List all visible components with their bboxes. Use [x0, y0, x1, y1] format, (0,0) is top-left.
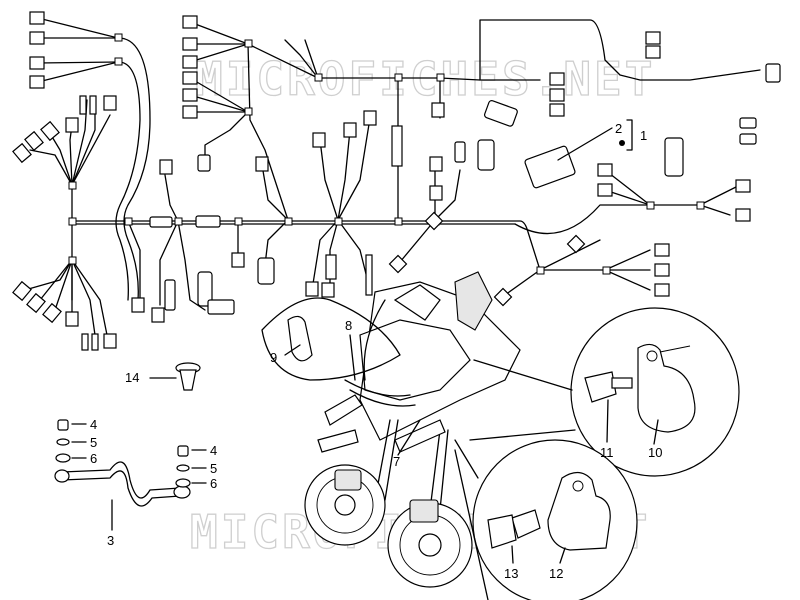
callout-5-left: 5: [90, 435, 97, 450]
callout-14: 14: [125, 370, 139, 385]
callout-4-left: 4: [90, 417, 97, 432]
callout-13: 13: [504, 566, 518, 581]
watermark-top: MICROFICHES.NET: [195, 52, 655, 106]
callout-10: 10: [648, 445, 662, 460]
callout-6-right: 6: [210, 476, 217, 491]
leader-2: [557, 127, 613, 161]
callout-2: 2: [615, 121, 622, 136]
main-harness: [24, 17, 761, 341]
frame-illustration: [304, 271, 521, 588]
callout-labels: 1 2 3 4 4 5 5 6 6 7 8 9 10 11 12 13 14: [90, 121, 662, 581]
callout-6-left: 6: [90, 451, 97, 466]
detail-circle-10-11: [469, 307, 740, 477]
part-14-push-pin: [175, 362, 201, 391]
callout-12: 12: [549, 566, 563, 581]
callout-8: 8: [345, 318, 352, 333]
callout-1: 1: [640, 128, 647, 143]
detail-circle-12-13: [454, 439, 638, 600]
callout-bracket-1-2: [626, 119, 633, 151]
callout-7: 7: [393, 454, 400, 469]
callout-9: 9: [270, 350, 277, 365]
part-3-ground-cable: [54, 419, 191, 507]
callout-3: 3: [107, 533, 114, 548]
callout-5-right: 5: [210, 461, 217, 476]
callout-11: 11: [600, 445, 614, 460]
reference-boxes: [12, 11, 751, 349]
callout-leaders: [71, 334, 659, 564]
callout-dot: [619, 140, 625, 146]
callout-4-right: 4: [210, 443, 217, 458]
harness-junctions: [68, 33, 705, 275]
